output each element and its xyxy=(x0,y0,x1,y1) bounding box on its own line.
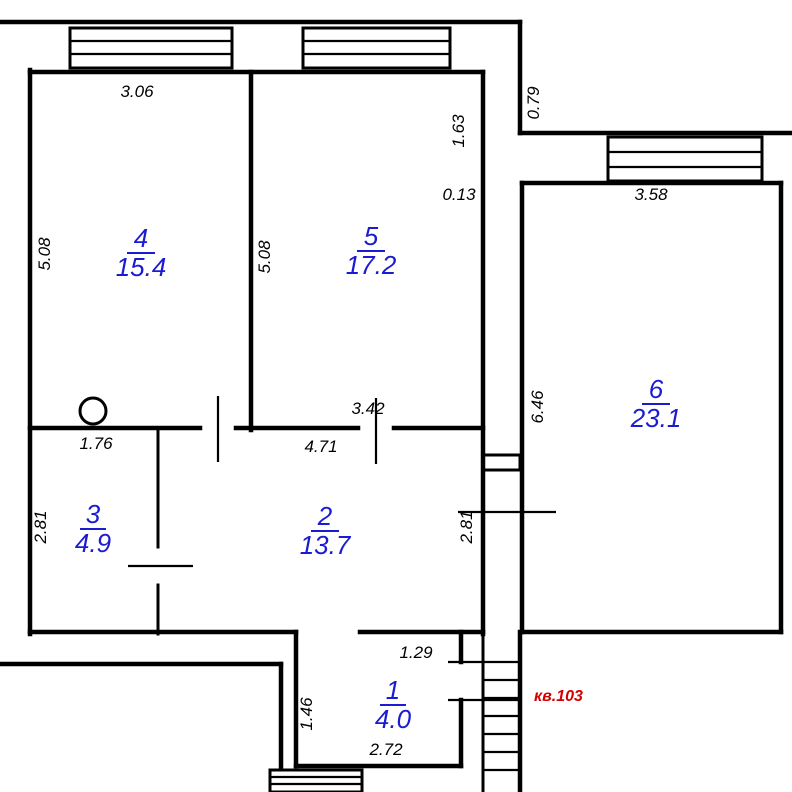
dim-room5-window-side: 1.63 xyxy=(449,114,468,148)
dim-room4-height: 5.08 xyxy=(35,237,54,271)
column-symbol xyxy=(78,396,108,426)
dim-room6-width: 3.58 xyxy=(634,185,668,204)
opening-ticks xyxy=(128,396,378,568)
apartment-number-label: кв.103 xyxy=(534,688,583,705)
dimension-labels: 3.06 0.79 1.63 0.13 3.58 5.08 5.08 6.46 … xyxy=(31,82,668,759)
dim-hall-top: 1.29 xyxy=(399,643,433,662)
dim-hall-height: 1.46 xyxy=(297,697,316,731)
dim-room3-height: 2.81 xyxy=(31,510,50,544)
dim-room6-height: 6.46 xyxy=(528,390,547,424)
window-room4 xyxy=(68,26,234,70)
dim-room2-width: 4.71 xyxy=(304,437,337,456)
windows xyxy=(68,26,764,792)
window-room6 xyxy=(606,135,764,183)
room-5-number: 5 xyxy=(364,221,379,251)
room-2-number: 2 xyxy=(317,501,333,531)
exterior-walls xyxy=(0,19,792,777)
stairwell xyxy=(448,453,556,792)
room-3-area: 4.9 xyxy=(75,528,111,558)
dim-hall-width: 2.72 xyxy=(368,740,403,759)
dim-room5-bottom: 3.42 xyxy=(351,399,385,418)
room-4-area: 15.4 xyxy=(116,252,167,282)
room-2-area: 13.7 xyxy=(300,530,352,560)
dim-ledge: 0.79 xyxy=(524,86,543,120)
room-3-number: 3 xyxy=(86,499,101,529)
room-labels: 4 15.4 5 17.2 6 23.1 3 4.9 2 13.7 1 4.0 xyxy=(75,221,681,734)
room-1-number: 1 xyxy=(386,675,400,705)
dim-room5-height: 5.08 xyxy=(255,240,274,274)
room-6-area: 23.1 xyxy=(630,403,682,433)
window-bottom xyxy=(268,768,364,792)
room-4-number: 4 xyxy=(134,223,148,253)
window-room5 xyxy=(301,26,452,70)
dim-wall-offset: 0.13 xyxy=(442,185,476,204)
dim-room3-width: 1.76 xyxy=(79,434,113,453)
dim-shaft-height: 2.81 xyxy=(457,510,476,544)
hall-walls xyxy=(293,629,464,769)
room6-walls xyxy=(519,180,784,635)
room-5-area: 17.2 xyxy=(346,250,397,280)
apartment-walls xyxy=(27,67,486,637)
room-1-area: 4.0 xyxy=(375,704,412,734)
dim-room4-width: 3.06 xyxy=(120,82,154,101)
room-6-number: 6 xyxy=(649,374,664,404)
